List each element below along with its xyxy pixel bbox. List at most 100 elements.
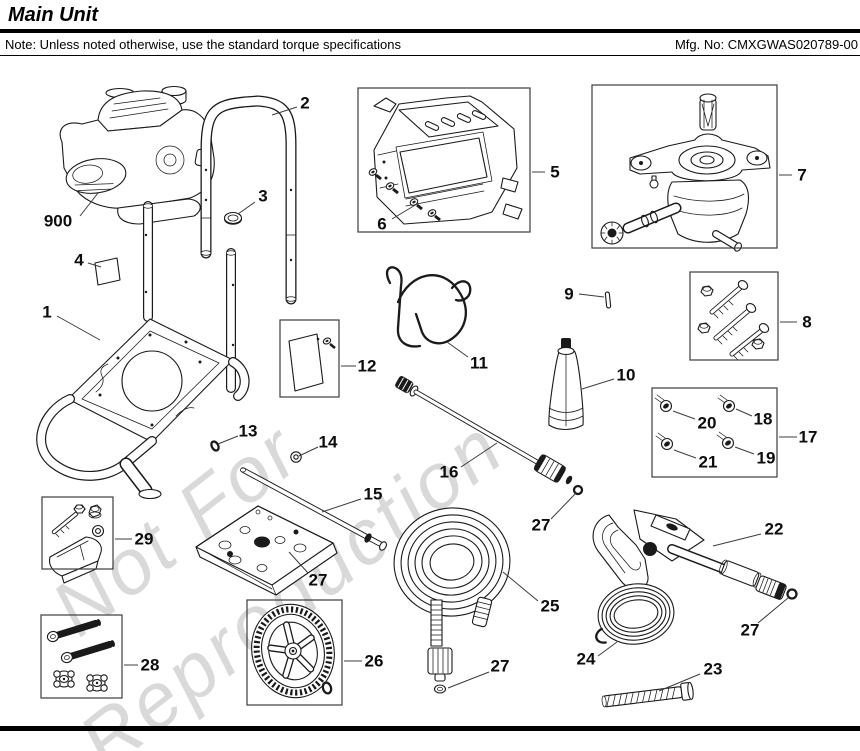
callout-16: 16 bbox=[440, 463, 459, 482]
part-axle-rod-15-illustration bbox=[240, 467, 387, 551]
leader-line-21 bbox=[673, 449, 697, 459]
leader-line-27 bbox=[288, 551, 309, 574]
leader-line-13 bbox=[217, 435, 239, 445]
callout-9: 9 bbox=[564, 285, 573, 304]
callout-14: 14 bbox=[319, 433, 338, 452]
leader-line-18 bbox=[735, 408, 753, 417]
part-cone-10-illustration bbox=[548, 338, 584, 431]
group-boxes-layer bbox=[40, 84, 779, 706]
callout-2: 2 bbox=[300, 94, 309, 113]
leader-line-23 bbox=[658, 673, 701, 692]
callout-19: 19 bbox=[757, 449, 776, 468]
leader-line-2 bbox=[271, 106, 298, 116]
leader-line-900 bbox=[79, 192, 99, 217]
part-bolt-23-illustration bbox=[601, 681, 694, 708]
header-rule-thick bbox=[0, 29, 860, 33]
mfg-number: Mfg. No: CMXGWAS020789-00 bbox=[674, 37, 858, 52]
leader-line-15 bbox=[321, 498, 362, 513]
part-wheel-26-illustration bbox=[251, 603, 335, 699]
part-wand-16-illustration bbox=[395, 376, 584, 496]
callout-21: 21 bbox=[699, 453, 718, 472]
group-box-nozzles-17 bbox=[651, 387, 778, 478]
part-hose-25-illustration bbox=[393, 507, 511, 694]
part-base-plate-27-illustration bbox=[195, 505, 338, 596]
group-box-wheel-26 bbox=[246, 599, 343, 706]
callout-11: 11 bbox=[470, 354, 488, 373]
leader-line-11 bbox=[446, 341, 469, 358]
page-title: Main Unit bbox=[8, 4, 98, 26]
part-gun-22-illustration bbox=[592, 509, 798, 600]
leader-line-14 bbox=[298, 446, 319, 457]
footer-rule bbox=[0, 726, 860, 731]
leader-line-27 bbox=[757, 597, 789, 624]
callout-22: 22 bbox=[765, 520, 784, 539]
leader-line-22 bbox=[712, 533, 762, 547]
leader-line-19 bbox=[734, 446, 755, 455]
leader-line-10 bbox=[581, 378, 615, 390]
callout-7: 7 bbox=[797, 166, 806, 185]
callout-900: 900 bbox=[44, 212, 72, 231]
part-panel-5-illustration bbox=[373, 95, 523, 225]
callout-26: 26 bbox=[365, 652, 384, 671]
part-oring-27-wand bbox=[572, 484, 584, 496]
part-label-4-illustration bbox=[94, 257, 121, 286]
part-oring-27-hose bbox=[433, 684, 447, 694]
callout-3: 3 bbox=[258, 187, 267, 206]
leader-line-16 bbox=[460, 442, 498, 468]
callout-24: 24 bbox=[577, 650, 596, 669]
callout-23: 23 bbox=[704, 660, 723, 679]
group-box-plate-12 bbox=[279, 319, 340, 398]
callout-4: 4 bbox=[74, 251, 84, 270]
leader-line-27 bbox=[447, 671, 490, 689]
callout-28: 28 bbox=[141, 656, 160, 675]
leader-line-27 bbox=[550, 492, 577, 520]
part-pin-9-illustration bbox=[604, 291, 612, 309]
part-oring-27-gun bbox=[786, 588, 798, 600]
leader-line-24 bbox=[597, 641, 618, 657]
group-box-pump-7 bbox=[591, 84, 778, 249]
callout-15: 15 bbox=[364, 485, 383, 504]
callout-27: 27 bbox=[741, 621, 760, 640]
group-box-panel-5-6 bbox=[357, 87, 531, 233]
group-box-bolt-kit-8 bbox=[689, 271, 779, 361]
callout-20: 20 bbox=[698, 414, 717, 433]
callout-1: 1 bbox=[42, 303, 51, 322]
leader-line-1 bbox=[56, 315, 101, 341]
part-oring-13-illustration bbox=[210, 440, 220, 452]
callout-12: 12 bbox=[358, 357, 377, 376]
part-foot-29-illustration bbox=[48, 504, 105, 584]
callout-25: 25 bbox=[541, 597, 560, 616]
part-pump-7-illustration bbox=[600, 93, 771, 252]
group-box-foot-29 bbox=[41, 496, 114, 570]
part-coil-24-illustration bbox=[595, 583, 675, 645]
header-rule-thin bbox=[0, 55, 860, 56]
callout-27: 27 bbox=[491, 657, 510, 676]
part-hardware-28-illustration bbox=[46, 619, 115, 692]
part-nozzles-18-21-illustration bbox=[654, 394, 736, 451]
callout-6: 6 bbox=[377, 215, 386, 234]
callout-layer: 9001234567891011121314151617181920212223… bbox=[42, 94, 817, 692]
leader-line-25 bbox=[502, 571, 539, 602]
part-screws-6-illustration bbox=[368, 168, 441, 222]
leader-line-4 bbox=[87, 262, 102, 268]
callout-13: 13 bbox=[239, 422, 258, 441]
group-box-hardware-28 bbox=[40, 614, 123, 699]
leader-line-6 bbox=[391, 203, 418, 220]
part-plate-12-illustration bbox=[288, 333, 336, 392]
callout-17: 17 bbox=[799, 428, 818, 447]
callout-10: 10 bbox=[617, 366, 636, 385]
part-frame-1-illustration bbox=[36, 201, 250, 500]
callout-27: 27 bbox=[309, 571, 328, 590]
part-handle-2-illustration bbox=[200, 95, 297, 305]
callout-8: 8 bbox=[802, 313, 811, 332]
part-hook-11-illustration bbox=[385, 266, 472, 348]
leader-line-20 bbox=[672, 410, 696, 420]
leader-line-9 bbox=[578, 293, 605, 298]
callout-18: 18 bbox=[754, 410, 773, 429]
callout-5: 5 bbox=[550, 163, 559, 182]
part-engine-900-illustration bbox=[59, 85, 215, 225]
part-bolt-kit-8-illustration bbox=[697, 280, 770, 361]
callout-29: 29 bbox=[135, 530, 154, 549]
